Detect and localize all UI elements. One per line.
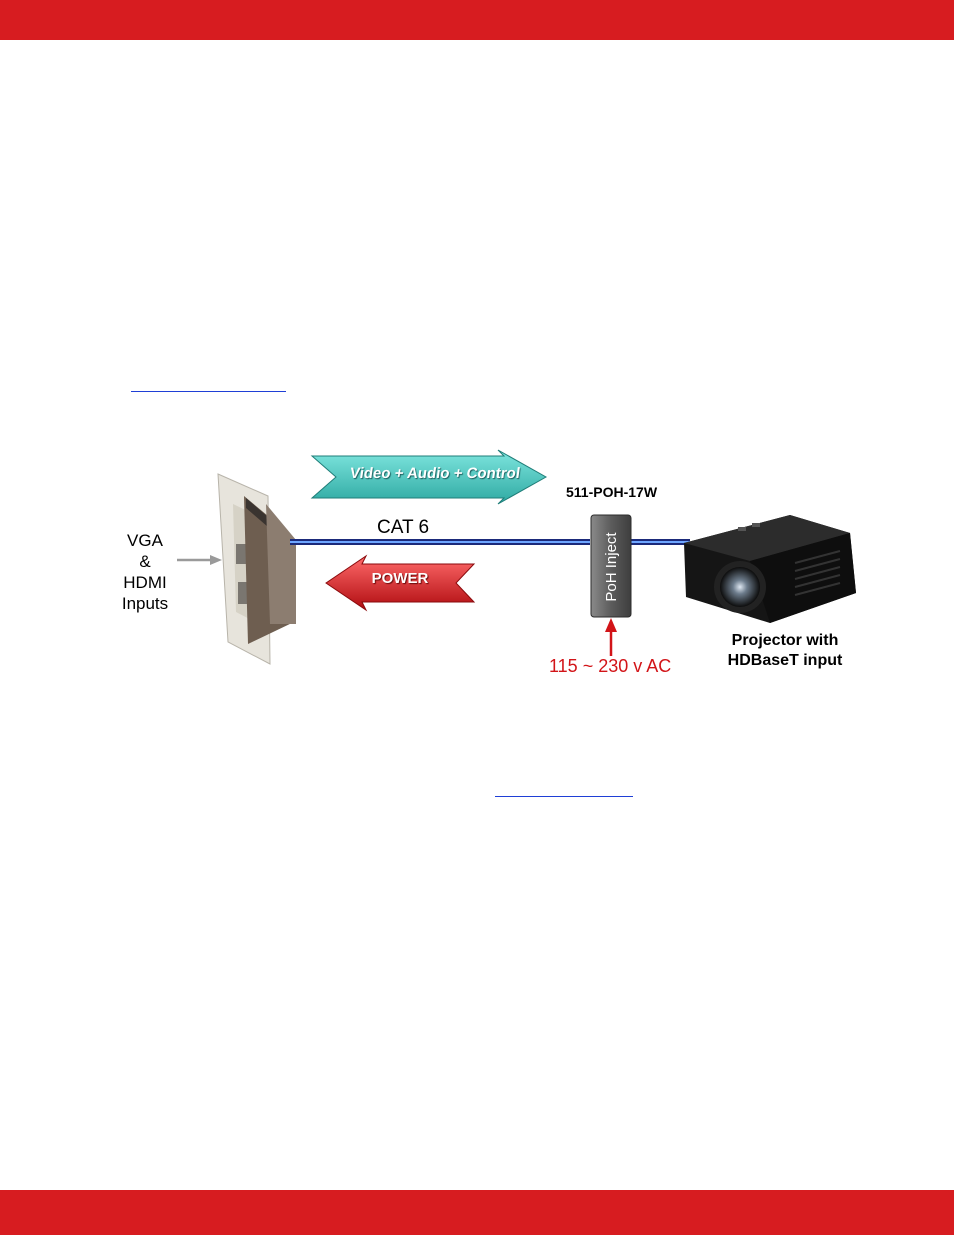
ac-voltage-label: 115 ~ 230 v AC: [549, 656, 671, 677]
footer-bar: [0, 1190, 954, 1235]
inputs-label: VGA & HDMI Inputs: [112, 530, 178, 614]
projector-label: Projector with HDBaseT input: [720, 631, 850, 671]
cable-label: CAT 6: [377, 517, 429, 539]
injector-model-label: 511-POH-17W: [566, 484, 657, 500]
projector-icon: [680, 513, 860, 628]
